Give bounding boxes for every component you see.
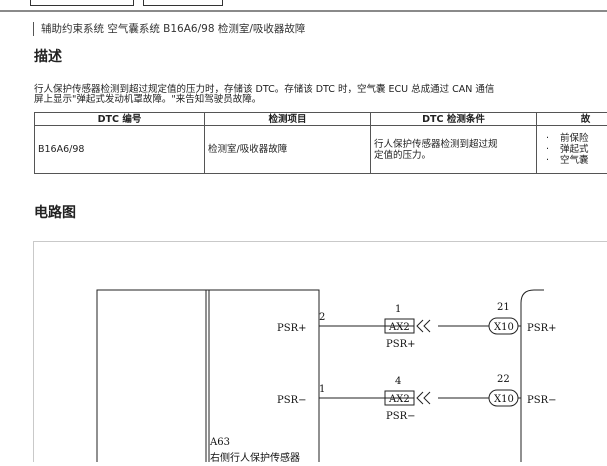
circuit-heading: 电路图 — [34, 205, 76, 221]
ecu-box — [521, 290, 544, 462]
description-heading: 描述 — [34, 49, 62, 65]
top-tab-2[interactable] — [143, 0, 223, 6]
connector-caption-psr-plus: PSR+ — [386, 339, 416, 350]
cell-dtc-code: B16A6/98 — [35, 126, 205, 174]
connector-arrow-bottom-2 — [424, 392, 430, 404]
connector-arrow-top-1 — [417, 320, 423, 332]
list-item: ·空气囊 — [546, 155, 607, 166]
header-trouble-area: 故 — [537, 113, 607, 126]
circuit-diagram: PSR+ 2 1 AX2 PSR+ 21 X10 PSR+ PSR− 1 4 A… — [33, 241, 607, 462]
header-detection-condition: DTC 检测条件 — [371, 113, 537, 126]
ecu-pin-22: 22 — [497, 374, 510, 385]
sensor-pin-1: 1 — [319, 384, 325, 395]
cell-detection-condition: 行人保护传感器检测到超过规 定值的压力。 — [371, 126, 537, 174]
connector-arrow-bottom-1 — [417, 392, 423, 404]
condition-line-2: 定值的压力。 — [374, 150, 533, 161]
ecu-pin-21: 21 — [497, 302, 510, 313]
description-text: 行人保护传感器检测到超过规定值的压力时，存储该 DTC。存储该 DTC 时，空气… — [34, 85, 607, 105]
connector-caption-psr-minus: PSR− — [386, 411, 416, 422]
sensor-label-psr-plus: PSR+ — [277, 323, 307, 334]
connector-pin-1: 1 — [395, 304, 401, 315]
cell-detection-item: 检测室/吸收器故障 — [205, 126, 371, 174]
trouble-area-2: 弹起式 — [560, 144, 589, 155]
header-detection-item: 检测项目 — [205, 113, 371, 126]
sensor-outer-box — [97, 290, 209, 462]
connector-arrow-top-2 — [424, 320, 430, 332]
description-line-2: 屏上显示"弹起式发动机罩故障。"来告知驾驶员故障。 — [34, 95, 607, 105]
list-item: ·前保险 — [546, 133, 607, 144]
sensor-pin-2: 2 — [319, 312, 325, 323]
trouble-area-1: 前保险 — [560, 133, 589, 144]
circuit-svg: PSR+ 2 1 AX2 PSR+ 21 X10 PSR+ PSR− 1 4 A… — [34, 242, 607, 462]
sensor-name: 右侧行人保护传感器 — [210, 451, 300, 462]
sensor-ref-a63: A63 — [209, 437, 230, 448]
header-dtc-code: DTC 编号 — [35, 113, 205, 126]
ecu-label-psr-plus: PSR+ — [527, 323, 557, 334]
connector-ax2-top-label: AX2 — [388, 322, 410, 333]
trouble-area-3: 空气囊 — [560, 155, 589, 166]
top-tab-1[interactable] — [30, 0, 134, 6]
dtc-table-header-row: DTC 编号 检测项目 DTC 检测条件 故 — [35, 113, 607, 126]
connector-x10-bottom-label: X10 — [494, 394, 514, 405]
cell-trouble-area: ·前保险 ·弹起式 ·空气囊 — [537, 126, 607, 174]
list-item: ·弹起式 — [546, 144, 607, 155]
condition-line-1: 行人保护传感器检测到超过规 — [374, 139, 533, 150]
top-divider — [0, 10, 607, 12]
dtc-table: DTC 编号 检测项目 DTC 检测条件 故 B16A6/98 检测室/吸收器故… — [34, 112, 607, 174]
breadcrumb: 辅助约束系统 空气囊系统 B16A6/98 检测室/吸收器故障 — [33, 22, 305, 36]
connector-x10-top-label: X10 — [494, 322, 514, 333]
sensor-label-psr-minus: PSR− — [277, 395, 307, 406]
trouble-area-list: ·前保险 ·弹起式 ·空气囊 — [540, 133, 607, 166]
connector-ax2-bottom-label: AX2 — [388, 394, 410, 405]
ecu-label-psr-minus: PSR− — [527, 395, 557, 406]
connector-pin-4: 4 — [395, 376, 401, 387]
table-row: B16A6/98 检测室/吸收器故障 行人保护传感器检测到超过规 定值的压力。 … — [35, 126, 607, 174]
